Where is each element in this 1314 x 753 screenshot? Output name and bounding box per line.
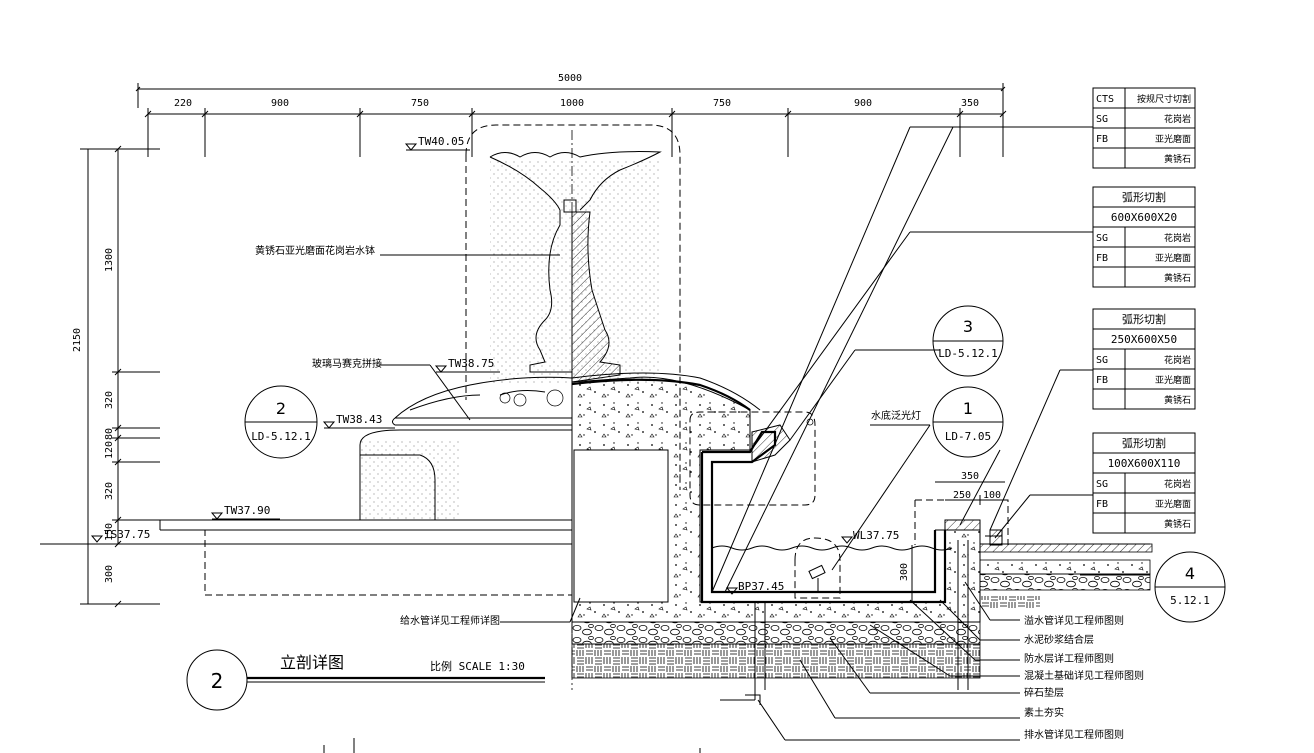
- elev-tw3843: TW38.43: [336, 413, 382, 426]
- legend-desc: 黄锈石: [1164, 518, 1191, 530]
- callout-1-ld705[interactable]: 1 LD-7.05: [932, 386, 1004, 458]
- legend-desc: 黄锈石: [1164, 272, 1191, 284]
- drawing-title: 2 立剖详图 比例 SCALE 1:30: [186, 649, 545, 711]
- label-mortar: 水泥砂浆结合层: [1024, 633, 1094, 646]
- mosaic-dome: [359, 376, 573, 520]
- legend-desc: 亚光磨面: [1155, 252, 1191, 264]
- right-dim-100: 100: [983, 490, 1001, 501]
- left-dim-3: 120: [104, 441, 115, 459]
- label-light: 水底泛光灯: [871, 409, 921, 422]
- foundation-layers: [571, 604, 981, 680]
- svg-text:2: 2: [276, 399, 286, 418]
- note-leaders: [757, 581, 1020, 741]
- svg-text:4: 4: [1185, 564, 1195, 583]
- elev-tw3875: TW38.75: [448, 357, 494, 370]
- legend-header: 250X600X50: [1111, 333, 1177, 346]
- label-concrete: 混凝土基础详见工程师图则: [1024, 669, 1144, 682]
- left-dim-4: 320: [104, 482, 115, 500]
- title-scale: 比例 SCALE 1:30: [430, 659, 525, 673]
- callout-2-ld5121[interactable]: 2 LD-5.12.1: [244, 385, 318, 459]
- legend-desc: 花岗岩: [1164, 478, 1191, 490]
- overall-dimension: 5000: [558, 73, 582, 84]
- legend-desc: 黄锈石: [1164, 394, 1191, 406]
- title-text: 立剖详图: [280, 653, 344, 672]
- title-number: 2: [211, 669, 224, 693]
- legend-desc: 亚光磨面: [1155, 133, 1191, 145]
- elev-ts3775: TS37.75: [104, 528, 150, 541]
- legend-header: 600X600X20: [1111, 211, 1177, 224]
- label-gravel: 碎石垫层: [1024, 686, 1064, 699]
- label-mosaic: 玻璃马赛克拼接: [312, 357, 382, 370]
- right-dimensions: 350 250 100 300: [899, 471, 1005, 602]
- label-water-body: 黄锈石亚光磨面花岗岩水钵: [255, 244, 375, 257]
- top-dimensions: 5000 220 900 750 1000 750 900 350: [135, 73, 1007, 157]
- svg-text:LD-5.12.1: LD-5.12.1: [251, 430, 311, 443]
- legend-desc: 黄锈石: [1164, 153, 1191, 165]
- elevation-markers: TW40.05 TW38.75 TW38.43 TW37.90 TS37.75 …: [90, 135, 899, 595]
- leader-lines: [380, 126, 1150, 623]
- legend-code: SG: [1096, 233, 1108, 244]
- legend-desc: 按规尺寸切割: [1137, 93, 1191, 105]
- right-dim-300: 300: [899, 563, 910, 581]
- elev-bp3745: BP37.45: [738, 580, 784, 593]
- top-dim-3: 1000: [560, 98, 584, 109]
- legend-code: SG: [1096, 114, 1108, 125]
- left-dim-6: 300: [104, 565, 115, 583]
- svg-text:5.12.1: 5.12.1: [1170, 594, 1210, 607]
- legend-code: CTS: [1096, 94, 1114, 105]
- elev-tw40: TW40.05: [418, 135, 464, 148]
- label-overflow: 溢水管详见工程师图则: [1024, 614, 1124, 627]
- label-supply-pipe: 给水管详见工程师详图: [400, 614, 500, 627]
- left-total-dimension: 2150: [72, 328, 83, 352]
- label-waterproof: 防水层详工程师图则: [1024, 652, 1114, 665]
- legend-header: 100X600X110: [1108, 457, 1181, 470]
- svg-text:LD-7.05: LD-7.05: [945, 430, 991, 443]
- label-drain: 排水管详见工程师图则: [1024, 728, 1124, 741]
- svg-text:1: 1: [963, 399, 973, 418]
- legend-code: SG: [1096, 355, 1108, 366]
- legend-desc: 亚光磨面: [1155, 498, 1191, 510]
- top-dim-6: 350: [961, 98, 979, 109]
- elev-wl3775: WL37.75: [853, 529, 899, 542]
- legend-code: FB: [1096, 253, 1108, 264]
- callout-3-ld5121[interactable]: 3 LD-5.12.1: [932, 305, 1004, 377]
- legend-desc: 花岗岩: [1164, 354, 1191, 366]
- top-dim-0: 220: [174, 98, 192, 109]
- fountain-bowl: [360, 124, 681, 690]
- right-dim-250: 250: [953, 490, 971, 501]
- legend-desc: 花岗岩: [1164, 113, 1191, 125]
- legend-desc: 亚光磨面: [1155, 374, 1191, 386]
- left-dim-5: 150: [104, 523, 115, 541]
- legend-code: SG: [1096, 479, 1108, 490]
- top-dim-4: 750: [713, 98, 731, 109]
- top-dim-1: 900: [271, 98, 289, 109]
- top-dim-5: 900: [854, 98, 872, 109]
- left-dim-0: 1300: [104, 248, 115, 272]
- legend-header: 弧形切割: [1122, 190, 1166, 204]
- legend-header: 弧形切割: [1122, 436, 1166, 450]
- legend-desc: 花岗岩: [1164, 232, 1191, 244]
- callout-4-5121[interactable]: 4 5.12.1: [1154, 551, 1226, 623]
- legend-code: FB: [1096, 375, 1108, 386]
- svg-text:3: 3: [963, 317, 973, 336]
- left-dim-1: 320: [104, 391, 115, 409]
- left-dim-2: 80: [104, 428, 115, 440]
- label-soil: 素土夯实: [1024, 706, 1064, 719]
- legend-code: FB: [1096, 134, 1108, 145]
- right-structure: [571, 372, 1153, 705]
- svg-text:LD-5.12.1: LD-5.12.1: [938, 347, 998, 360]
- legend-code: FB: [1096, 499, 1108, 510]
- elev-tw3790: TW37.90: [224, 504, 270, 517]
- top-dim-2: 750: [411, 98, 429, 109]
- legend-header: 弧形切割: [1122, 312, 1166, 326]
- left-pool-outline: [88, 519, 573, 596]
- right-dim-350: 350: [961, 471, 979, 482]
